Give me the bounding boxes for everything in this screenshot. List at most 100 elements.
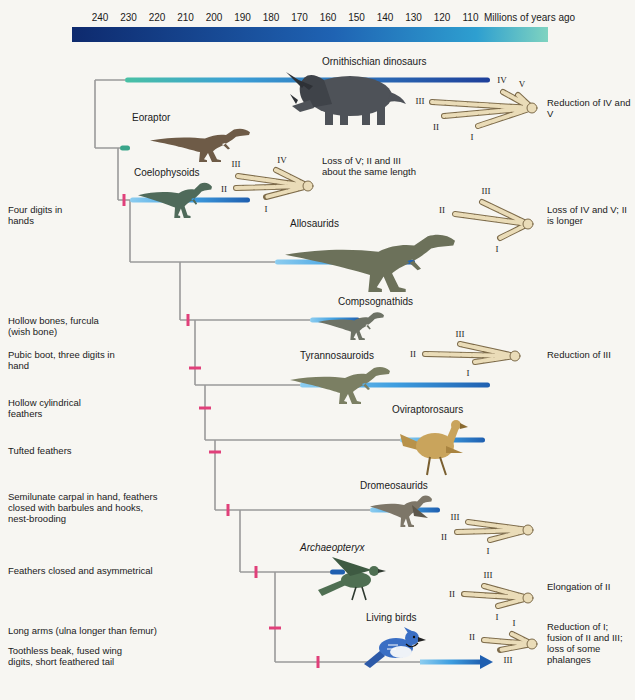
bird-wing-bars (387, 645, 398, 649)
wrist-bone (510, 351, 520, 361)
range-bar (420, 660, 482, 665)
taxon-name: Oviraptorosaurs (392, 404, 463, 416)
range-bar (120, 146, 130, 151)
taxon-name: Ornithischian dinosaurs (322, 56, 427, 68)
bird-necklace (406, 643, 418, 647)
archaeopteryx-wing (332, 557, 372, 576)
character-label: Feathers closed and asymmetrical (8, 566, 228, 577)
character-tick (209, 451, 221, 454)
axis-tick-label: 170 (291, 12, 308, 24)
axis-tick-label: 130 (405, 12, 422, 24)
finger-outline (484, 634, 532, 650)
range-bar (330, 570, 345, 575)
wrist-bone (527, 103, 537, 113)
digit-numeral: I (467, 368, 470, 378)
axis-tick-label: 180 (263, 12, 280, 24)
finger-bones (455, 202, 528, 238)
axis-tick-label: 120 (434, 12, 451, 24)
digit-numeral: IV (277, 155, 287, 165)
finger-outline (236, 170, 308, 197)
digit-numeral: II (441, 532, 447, 542)
character-label: Four digits in hands (8, 205, 70, 227)
axis-tick-label: 140 (377, 12, 394, 24)
finger-bones (464, 586, 528, 606)
wrist-bone (523, 525, 533, 535)
archaeopteryx-figure (318, 557, 386, 600)
character-tick (255, 566, 258, 578)
digit-numeral: II (449, 589, 455, 599)
axis-tick-label: 190 (234, 12, 251, 24)
digit-numeral: II (410, 349, 416, 359)
bird-crest (404, 627, 414, 633)
oviraptorosaur-figure (400, 420, 468, 475)
taxon-name: Compsognathids (338, 296, 413, 308)
triceratops-tail (388, 92, 406, 104)
axis-tick-label: 110 (463, 12, 479, 24)
finger-bones (484, 634, 532, 650)
bird-beak (418, 637, 426, 642)
axis-tick-label: 240 (92, 12, 109, 24)
allosaur-figure (285, 235, 455, 292)
taxon-name: Archaeopteryx (300, 542, 364, 554)
taxon-name: Allosaurids (290, 218, 339, 230)
digit-numeral: III (416, 96, 425, 106)
hand-skeletons (236, 92, 537, 650)
hand-skeleton (464, 586, 533, 606)
taxon-name: Tyrannosauroids (300, 350, 374, 362)
digit-numeral: I (496, 244, 499, 254)
oviraptor-leg (427, 457, 446, 475)
character-label: Toothless beak, fused wing digits, short… (8, 646, 148, 668)
character-tick (227, 504, 230, 516)
finger-bones (432, 92, 532, 126)
axis-tick-label: 220 (149, 12, 166, 24)
axis-tick-label: 160 (320, 12, 337, 24)
digit-numeral: IV (497, 75, 507, 85)
oviraptor-tail (400, 434, 418, 450)
character-label: Hollow bones, furcula (wish bone) (8, 316, 113, 338)
digit-numeral: I (471, 132, 474, 142)
finger-outline (425, 344, 515, 362)
character-tick (317, 656, 320, 668)
axis-tick-label: 200 (206, 12, 223, 24)
triceratops-figure (286, 72, 406, 125)
trait-note: Loss of V; II and III about the same len… (322, 156, 420, 178)
archaeopteryx-head (369, 566, 379, 576)
dromeosaurid-wing (412, 505, 428, 518)
hand-skeleton (455, 202, 533, 238)
hand-skeleton (484, 634, 537, 650)
character-tick (187, 314, 190, 326)
tyrannosauroid-figure (290, 367, 390, 404)
finger-bones (425, 344, 515, 362)
finger-outline (455, 202, 528, 238)
digit-numeral: III (504, 655, 513, 665)
character-label: Long arms (ulna longer than femur) (8, 626, 248, 637)
character-tick (189, 367, 201, 370)
triceratops-horn (286, 72, 313, 104)
wrist-bone (527, 639, 537, 649)
finger-bones (236, 170, 308, 197)
digit-numeral: I (265, 204, 268, 214)
hand-skeleton (432, 92, 537, 126)
taxon-name: Coelophysoids (134, 167, 200, 179)
coelophysoid-figure (138, 183, 212, 218)
character-label: Semilunate carpal in hand, feathers clos… (8, 492, 158, 525)
digit-numeral: II (439, 205, 445, 215)
wrist-bone (523, 219, 533, 229)
bird-eye (413, 636, 415, 638)
finger-outline (464, 586, 528, 606)
character-label: Tufted feathers (8, 446, 158, 457)
digit-numeral: I (487, 546, 490, 556)
compsognathid-figure (318, 312, 384, 340)
character-label: Hollow cylindrical feathers (8, 398, 98, 420)
axis-tick-label: 210 (177, 12, 194, 24)
digit-numeral: III (482, 186, 491, 196)
blue-jay-figure (364, 627, 426, 668)
hand-skeleton (457, 522, 533, 540)
triceratops-leg (325, 104, 333, 125)
range-arrowhead (480, 655, 493, 669)
oviraptor-beak (460, 423, 468, 429)
character-tick (123, 194, 126, 206)
trait-note: Loss of IV and V; II is longer (547, 205, 631, 227)
oviraptor-arm (446, 446, 463, 453)
